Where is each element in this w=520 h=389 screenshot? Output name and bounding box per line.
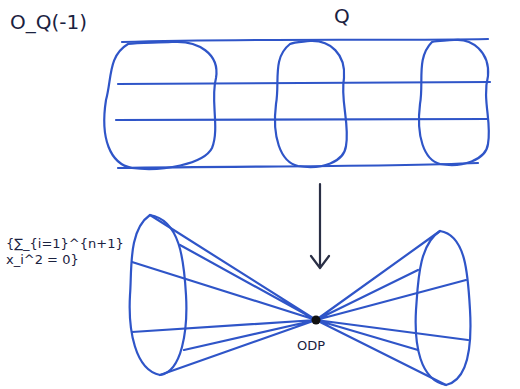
- map-arrow: [311, 184, 329, 268]
- arrow-line: [311, 184, 329, 268]
- equation-label: {∑_{i=1}^{n+1} x_i^2 = 0}: [4, 236, 126, 269]
- bundle-label: O_Q(-1): [8, 10, 89, 35]
- quadric-label: Q: [332, 4, 352, 29]
- cone-node: {∑_{i=1}^{n+1} x_i^2 = 0}ODP: [0, 270, 520, 389]
- node-point: [312, 316, 321, 325]
- line-bundle-node: O_Q(-1) Q: [0, 0, 520, 178]
- odp-label: ODP: [295, 338, 327, 354]
- double-cone: [0, 200, 520, 389]
